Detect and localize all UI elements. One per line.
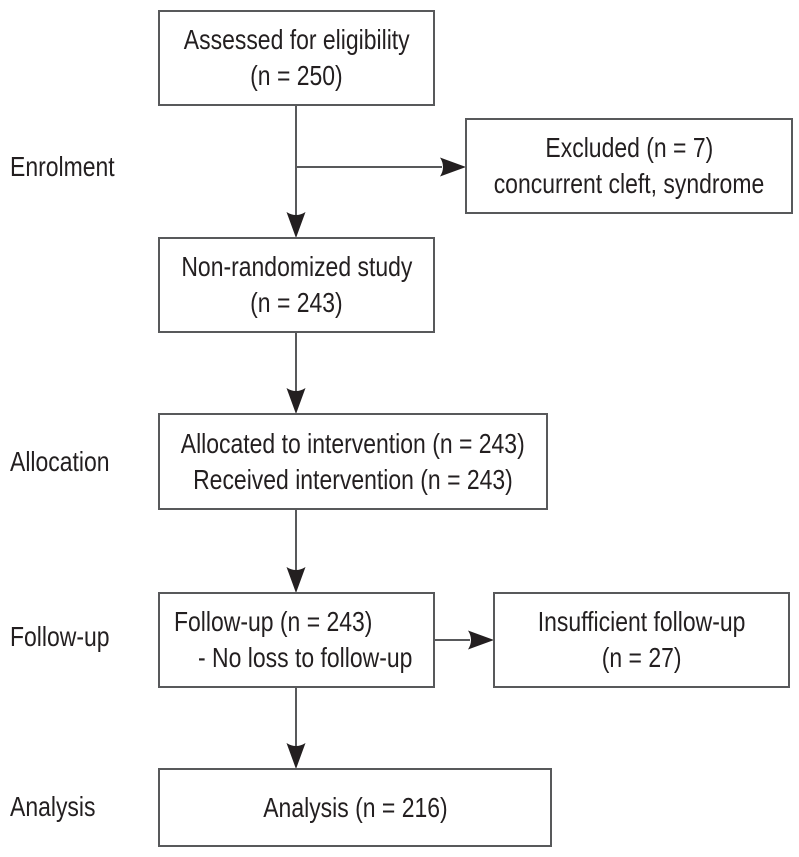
box-text-line: concurrent cleft, syndrome: [493, 168, 765, 199]
arrowhead-down-allocated: [286, 388, 306, 414]
stage-label-analysis: Analysis: [10, 791, 96, 822]
arrowhead-right-excluded: [440, 157, 466, 177]
arrowhead-down-nonrandomized: [286, 212, 306, 238]
box-text-line: (n = 27): [601, 642, 682, 673]
box-text-line: Follow-up (n = 243): [174, 606, 373, 637]
box-analysis: Analysis (n = 216): [158, 768, 552, 847]
box-insufficient-follow-up: Insufficient follow-up (n = 27): [493, 592, 790, 688]
box-text-line: Analysis (n = 216): [262, 791, 448, 823]
box-text-line: Non-randomized study: [181, 251, 413, 282]
box-text-line: Received intervention (n = 243): [193, 463, 513, 495]
box-excluded: Excluded (n = 7) concurrent cleft, syndr…: [465, 118, 793, 214]
box-allocated-to-intervention: Allocated to intervention (n = 243) Rece…: [158, 413, 548, 510]
stage-label-allocation: Allocation: [10, 446, 110, 477]
arrowhead-right-insufficient: [468, 630, 494, 650]
box-text-line: Allocated to intervention (n = 243): [181, 427, 525, 459]
box-non-randomized-study: Non-randomized study (n = 243): [158, 237, 435, 333]
box-text-line: (n = 243): [250, 287, 343, 318]
stage-label-enrolment: Enrolment: [10, 151, 115, 182]
box-text-line: - No loss to follow-up: [198, 642, 413, 673]
box-text-line: Excluded (n = 7): [545, 132, 713, 163]
stage-label-follow-up: Follow-up: [10, 621, 110, 652]
arrowhead-down-followup: [286, 567, 306, 593]
box-text-line: Assessed for eligibility: [183, 24, 410, 55]
box-text-line: (n = 250): [250, 60, 343, 91]
box-assessed-for-eligibility: Assessed for eligibility (n = 250): [158, 10, 435, 106]
box-follow-up: Follow-up (n = 243) - No loss to follow-…: [158, 592, 435, 688]
arrowhead-down-analysis: [286, 743, 306, 769]
box-text-line: Insufficient follow-up: [537, 606, 746, 637]
